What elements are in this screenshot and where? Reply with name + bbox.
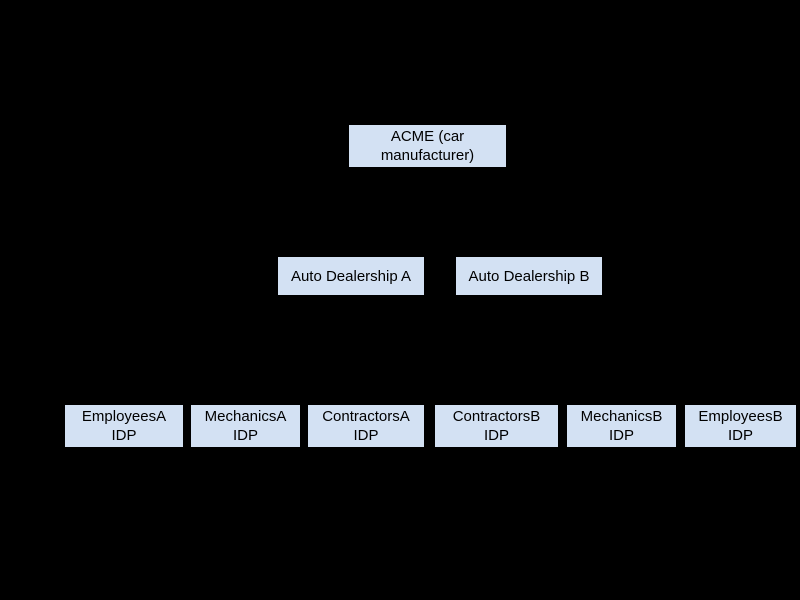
node-auto-dealership-a[interactable]: Auto Dealership A	[277, 256, 425, 296]
node-employeesa-idp-label: EmployeesA IDP	[81, 408, 167, 444]
edge-dealership-a-to-mechanicsa	[244, 296, 352, 404]
node-acme-root-label: ACME (car manufacturer)	[380, 128, 475, 164]
edge-dealership-a-to-contractorsa	[350, 296, 367, 404]
node-employeesb-idp[interactable]: EmployeesB IDP	[684, 404, 797, 448]
node-contractorsa-idp[interactable]: ContractorsA IDP	[307, 404, 425, 448]
node-contractorsb-idp-label: ContractorsB IDP	[452, 408, 541, 444]
node-employeesb-idp-label: EmployeesB IDP	[698, 408, 783, 444]
node-auto-dealership-b[interactable]: Auto Dealership B	[455, 256, 603, 296]
node-mechanicsa-idp-label: MechanicsA IDP	[204, 408, 287, 444]
node-contractorsa-idp-label: ContractorsA IDP	[322, 408, 410, 444]
edge-acme-to-dealership-a	[350, 168, 428, 256]
edge-dealership-b-to-employeesb	[528, 296, 741, 404]
node-contractorsb-idp[interactable]: ContractorsB IDP	[434, 404, 559, 448]
edge-dealership-b-to-contractorsb	[495, 296, 530, 404]
node-auto-dealership-a-label: Auto Dealership A	[290, 267, 412, 285]
node-acme-root[interactable]: ACME (car manufacturer)	[348, 124, 507, 168]
node-mechanicsb-idp[interactable]: MechanicsB IDP	[566, 404, 677, 448]
node-auto-dealership-b-label: Auto Dealership B	[468, 267, 590, 285]
node-mechanicsb-idp-label: MechanicsB IDP	[580, 408, 663, 444]
node-mechanicsa-idp[interactable]: MechanicsA IDP	[190, 404, 301, 448]
edge-dealership-b-to-mechanicsb	[528, 296, 613, 404]
edge-acme-to-dealership-b	[426, 168, 530, 256]
node-employeesa-idp[interactable]: EmployeesA IDP	[64, 404, 184, 448]
edge-dealership-a-to-employeesa	[123, 296, 352, 404]
